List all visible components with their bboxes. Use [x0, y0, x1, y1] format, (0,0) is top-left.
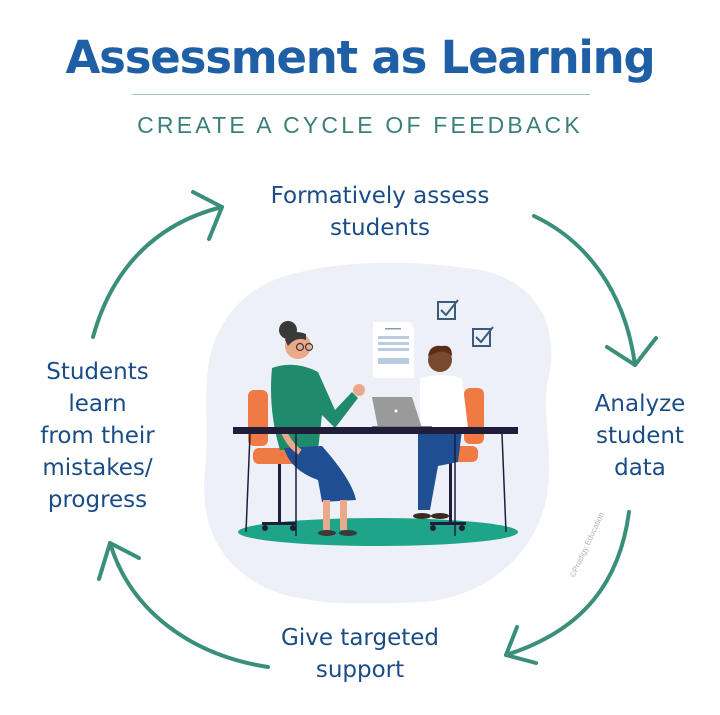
step-text-line: Formatively assess [270, 183, 490, 209]
curved-arrow-icon [504, 510, 631, 665]
page-title: Assessment as Learning [65, 31, 656, 84]
cycle-step-students-learn: Students learn from their mistakes/ prog… [20, 356, 175, 516]
checkbox-checked-icon [437, 299, 459, 320]
step-text-line: Analyze [594, 391, 686, 417]
page-subtitle: CREATE A CYCLE OF FEEDBACK [137, 112, 583, 138]
step-text-line: Students [46, 359, 149, 385]
step-text-line: Give targeted [281, 625, 439, 651]
step-text-line: data [614, 455, 666, 481]
desk [233, 427, 518, 536]
step-text-line: students [330, 215, 430, 241]
curved-arrow-icon [97, 541, 270, 669]
curved-arrow-icon [532, 214, 658, 367]
step-text-line: progress [47, 487, 148, 513]
title-divider [132, 94, 590, 95]
step-text-line: mistakes/ [42, 455, 153, 481]
cycle-step-analyze-data: Analyze student data [570, 388, 710, 484]
document-icon [373, 322, 414, 378]
step-text-line: learn [68, 391, 127, 417]
step-text-line: support [315, 657, 405, 683]
checkbox-checked-icon [472, 326, 494, 347]
step-text-line: student [596, 423, 684, 449]
step-text-line: from their [40, 423, 155, 449]
student-figure [413, 345, 468, 519]
cycle-step-formatively-assess: Formatively assess students [230, 180, 530, 244]
cycle-step-targeted-support: Give targeted support [250, 622, 470, 686]
curved-arrow-icon [91, 190, 224, 339]
